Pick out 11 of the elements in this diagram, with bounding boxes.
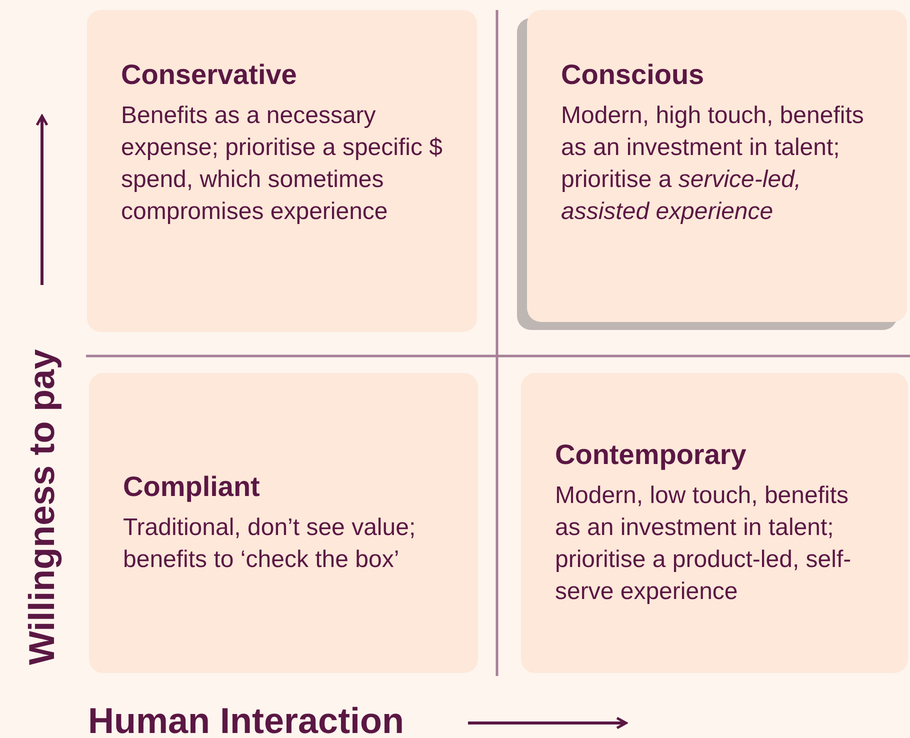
axis-label: Human Interaction: [88, 701, 404, 738]
quadrant-description: Modern, low touch, benefits as an investment in talent; prioritise a product-led, self-serve experience: [555, 481, 852, 607]
quadrant-title: Conservative: [121, 58, 297, 92]
quadrant-description: Benefits as a necessary expense; prioritise a specific $ spend, which sometimes compromises experience: [121, 101, 444, 227]
quadrant-card: [527, 10, 907, 322]
quadrant-description: Modern, high touch, benefits as an investment in talent; prioritise a service-led, assisted experience: [561, 101, 865, 227]
quadrant-title: Contemporary: [555, 438, 746, 472]
quadrant-description: Traditional, don’t see value; benefits to ‘check the box’: [123, 513, 417, 575]
quadrant-title: Conscious: [561, 58, 704, 92]
axis-label: Willingness to pay: [22, 349, 62, 665]
quadrant-title: Compliant: [123, 470, 260, 504]
